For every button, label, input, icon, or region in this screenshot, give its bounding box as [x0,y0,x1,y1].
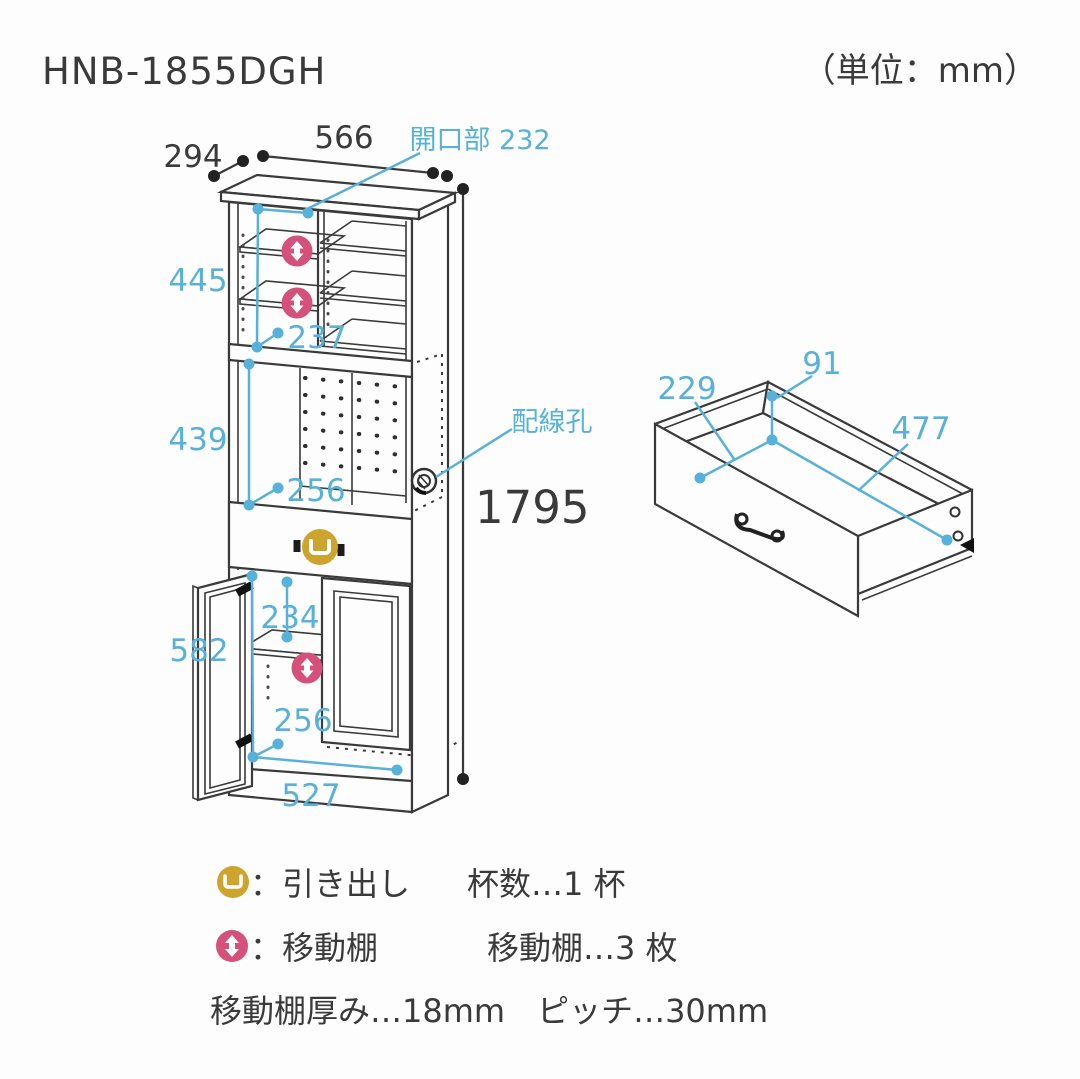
legend-note: 移動棚厚み…18mm ピッチ…30mm [210,992,768,1030]
dim-depth: 294 [163,139,222,175]
shelf-marker-icon [291,652,323,684]
dim-lower-gap: 234 [260,600,319,636]
dim-upper-height: 445 [168,263,227,299]
dim-drawer-depth: 229 [657,371,716,407]
dim-middle-height: 439 [168,422,227,458]
left-door-open [192,572,254,802]
cabinet-dimensions: 294 566 1795 開口部 232 445 237 439 256 配線孔 [163,120,592,814]
drawer-marker-icon [302,529,338,565]
legend-drawer-label: ：引き出し [250,865,410,903]
legend: ：引き出し 杯数…1 杯 ：移動棚 移動棚…3 枚 移動棚厚み…18mm ピッチ… [210,865,768,1030]
shelf-marker-icon [281,235,313,267]
legend-drawer-value: 杯数…1 杯 [467,865,626,903]
dim-total-height: 1795 [475,481,590,534]
hinge [235,733,254,749]
dim-lower-width: 527 [281,778,340,814]
dim-lower-height: 582 [169,633,228,669]
upper-right-shelves [319,220,407,355]
dim-lower-shelf-depth: 256 [273,703,332,739]
dim-drawer-width: 477 [891,411,950,447]
dim-middle-shelf-depth: 256 [286,473,345,509]
drawer-drawing: 229 91 477 [653,346,974,618]
shelf-marker-icon [281,287,313,319]
legend-shelf-value: 移動棚…3 枚 [487,929,678,967]
dim-drawer-height: 91 [802,346,841,382]
pegboard-panel [299,368,407,505]
hinge [235,581,254,597]
page-title: HNB-1855DGH [42,50,326,93]
shelf-legend-icon [216,930,248,962]
dim-wiring-hole: 配線孔 [512,407,593,438]
drawer-dimensions: 229 91 477 [657,346,953,546]
legend-shelf-label: ：移動棚 [250,929,378,967]
wiring-hole [410,467,438,495]
drawer-legend-icon [217,866,249,898]
door-swing-dotted [429,740,461,758]
dim-width: 566 [314,120,373,156]
drawer-handle [734,512,785,543]
right-door [320,576,412,752]
dim-opening: 開口部 232 [409,125,550,156]
unit-note: （単位：mm） [802,51,1038,91]
side-panel [410,200,450,814]
dim-upper-shelf-depth: 237 [287,320,346,356]
cabinet-drawing [192,173,461,814]
